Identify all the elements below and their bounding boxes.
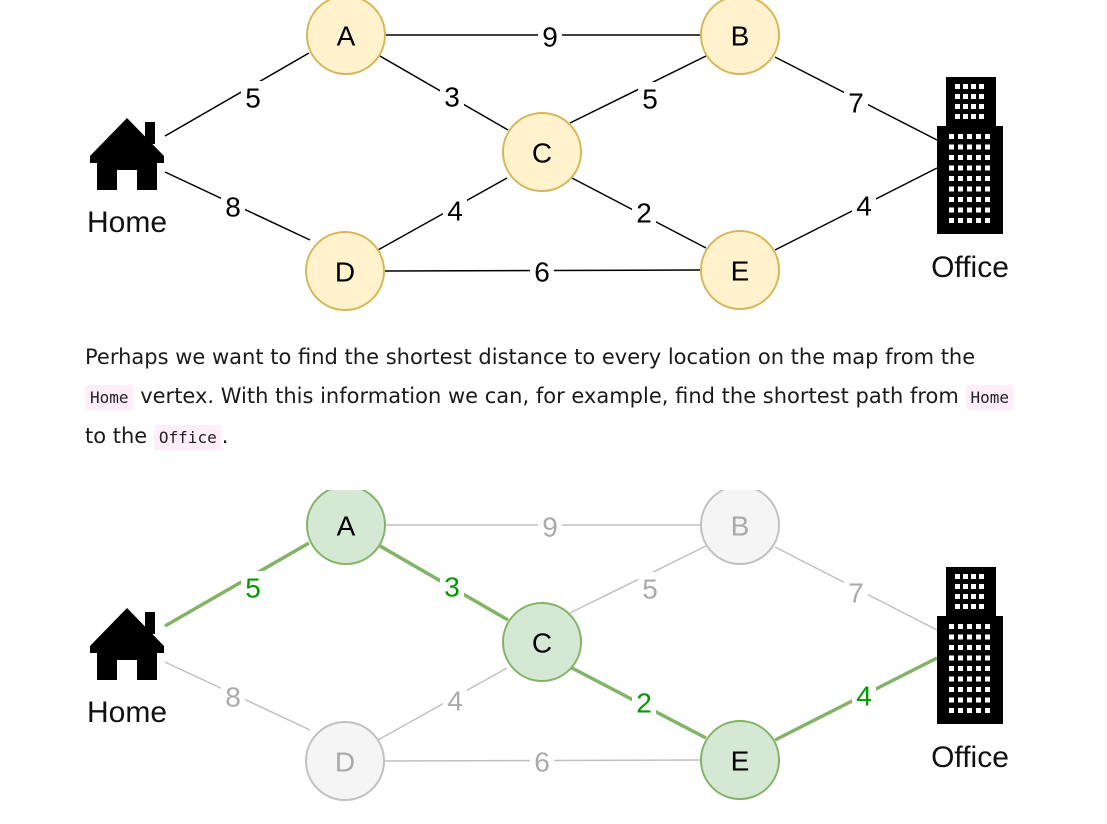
house-icon	[90, 118, 164, 190]
paragraph-text-1: Perhaps we want to find the shortest dis…	[85, 345, 976, 369]
office-building-icon	[937, 567, 1003, 724]
node-label-a: A	[337, 21, 356, 52]
edge-weight-home-a: 5	[245, 573, 261, 604]
edge-weight-d-e: 6	[534, 747, 550, 778]
inline-code-office: Office	[153, 425, 222, 450]
edge-weight-home-d: 8	[225, 192, 241, 223]
node-b	[700, 0, 780, 75]
office-building-icon	[937, 77, 1003, 234]
node-a	[306, 490, 386, 565]
node-label-c: C	[532, 628, 552, 659]
explanation-paragraph: Perhaps we want to find the shortest dis…	[85, 338, 1025, 458]
edge-weight-a-c: 3	[444, 572, 460, 603]
inline-code-home-2: Home	[965, 384, 1015, 410]
inline-code-home: Home	[85, 384, 134, 410]
edge-weight-c-b: 5	[642, 574, 658, 605]
edge-weight-b-office: 7	[848, 578, 864, 609]
edge-home-a	[164, 541, 310, 628]
node-c	[502, 112, 582, 192]
node-a	[306, 0, 386, 75]
paragraph-text-4: .	[221, 424, 229, 448]
edge-weight-a-b: 9	[542, 512, 558, 543]
node-label-b: B	[731, 21, 750, 52]
office-label: Office	[931, 251, 1009, 284]
house-icon	[90, 608, 164, 680]
edge-weight-d-c: 4	[447, 686, 463, 717]
node-label-e: E	[731, 746, 750, 777]
node-label-a: A	[337, 511, 356, 542]
home-label: Home	[87, 206, 167, 239]
node-label-d: D	[335, 257, 355, 288]
edge-weight-home-d: 8	[225, 682, 241, 713]
edge-weight-a-c: 3	[444, 82, 460, 113]
node-c	[502, 602, 582, 682]
edge-weight-b-office: 7	[848, 88, 864, 119]
paragraph-text-3: to the	[85, 424, 154, 448]
node-e	[700, 230, 780, 310]
node-e	[700, 720, 780, 800]
edge-weight-home-a: 5	[245, 83, 261, 114]
edge-d-c	[377, 177, 508, 251]
edge-d-c	[377, 667, 508, 741]
node-d	[305, 231, 385, 311]
home-label: Home	[87, 696, 167, 729]
edge-weight-c-e: 2	[636, 688, 652, 719]
node-label-c: C	[532, 138, 552, 169]
edge-home-a	[164, 52, 310, 137]
edge-weight-d-c: 4	[447, 196, 463, 227]
edge-weight-c-e: 2	[636, 198, 652, 229]
edge-weight-e-office: 4	[856, 191, 872, 222]
edge-weight-a-b: 9	[542, 22, 558, 53]
node-b	[700, 490, 780, 565]
node-label-b: B	[731, 511, 750, 542]
office-label: Office	[931, 741, 1009, 774]
node-label-e: E	[731, 256, 750, 287]
paragraph-text-2: vertex. With this information we can, fo…	[133, 383, 966, 408]
node-label-d: D	[335, 747, 355, 778]
edge-weight-e-office: 4	[856, 681, 872, 712]
node-d	[305, 721, 385, 801]
edge-weight-d-e: 6	[534, 257, 550, 288]
edge-weight-c-b: 5	[642, 84, 658, 115]
